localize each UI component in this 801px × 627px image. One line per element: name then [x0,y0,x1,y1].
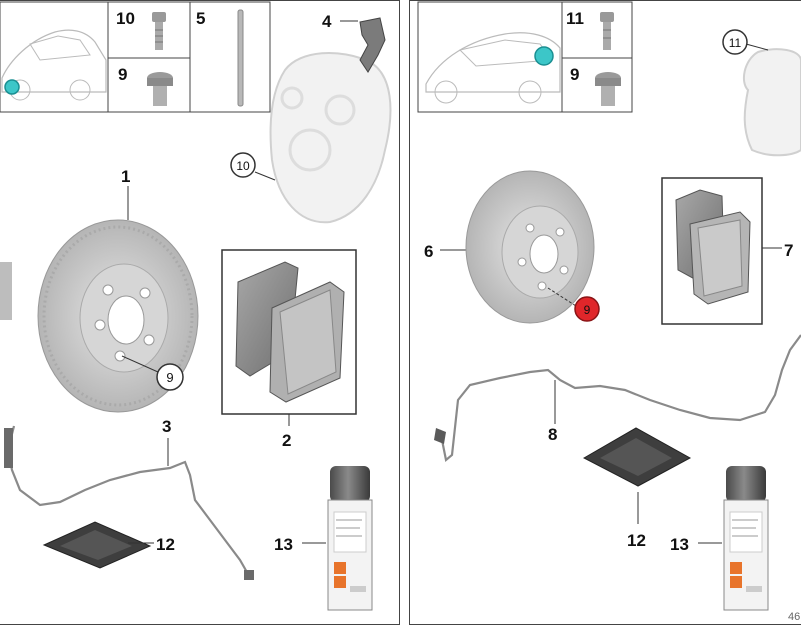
callout-9-disc-screw-right: 9 [584,303,591,317]
callout-5-pin: 5 [196,9,205,28]
callout-12-grease-right: 12 [627,531,646,550]
right-spray-can[interactable]: 13 [670,466,769,611]
callout-3-sensor: 3 [162,417,171,436]
left-caliper-ghost[interactable] [269,52,392,224]
right-wear-sensor[interactable]: 8 [434,334,801,463]
callout-10-caliper: 10 [236,159,250,173]
callout-9-disc-screw: 9 [166,370,173,385]
right-grease-packet[interactable]: 12 [582,427,692,550]
left-guide-pin[interactable]: 5 [196,9,244,107]
front-axle-highlight [4,79,20,95]
right-brake-pads[interactable]: 7 [661,177,793,325]
right-caliper-ghost[interactable] [742,48,801,157]
left-small-parts-grid [107,1,271,113]
left-car-thumbnail[interactable] [0,1,109,113]
corner-reference: 46 [788,611,800,623]
right-bolt-short[interactable]: 9 [570,65,621,106]
rear-axle-highlight [534,46,554,66]
right-caliper-ref[interactable]: 11 [722,29,769,55]
callout-10-bolt: 10 [116,9,135,28]
left-wear-sensor[interactable]: 3 [4,417,254,580]
right-car-thumbnail[interactable] [417,1,563,113]
left-bolt-short[interactable]: 9 [118,65,173,106]
callout-2-pads: 2 [282,431,291,450]
left-edge-tab [0,262,12,320]
left-spray-can[interactable]: 13 [274,466,373,611]
callout-9-bolt: 9 [118,65,127,84]
left-caliper-ref[interactable]: 10 [230,152,276,181]
callout-1-disc: 1 [121,167,130,186]
left-disc-screw[interactable]: 9 [121,355,184,391]
left-brake-pads[interactable]: 2 [221,249,357,450]
callout-12-grease: 12 [156,535,175,554]
callout-7-pads: 7 [784,241,793,260]
right-bolt-long[interactable]: 11 [566,9,614,50]
callout-11-caliper: 11 [729,36,742,50]
callout-6-disc: 6 [424,242,433,261]
callout-9-bolt-right: 9 [570,65,579,84]
right-disc-screw[interactable]: 9 [547,287,600,322]
callout-13-spray-right: 13 [670,535,689,554]
right-brake-disc[interactable]: 6 [424,170,595,324]
left-spring-clip[interactable]: 4 [322,12,386,73]
right-small-parts-grid [561,1,633,113]
left-brake-disc[interactable]: 1 [37,167,199,413]
left-grease-packet[interactable]: 12 [42,521,175,569]
callout-11-bolt: 11 [566,9,584,28]
callout-13-spray: 13 [274,535,293,554]
callout-4-clip: 4 [322,12,332,31]
callout-8-sensor: 8 [548,425,557,444]
left-bolt-long[interactable]: 10 [116,9,166,50]
